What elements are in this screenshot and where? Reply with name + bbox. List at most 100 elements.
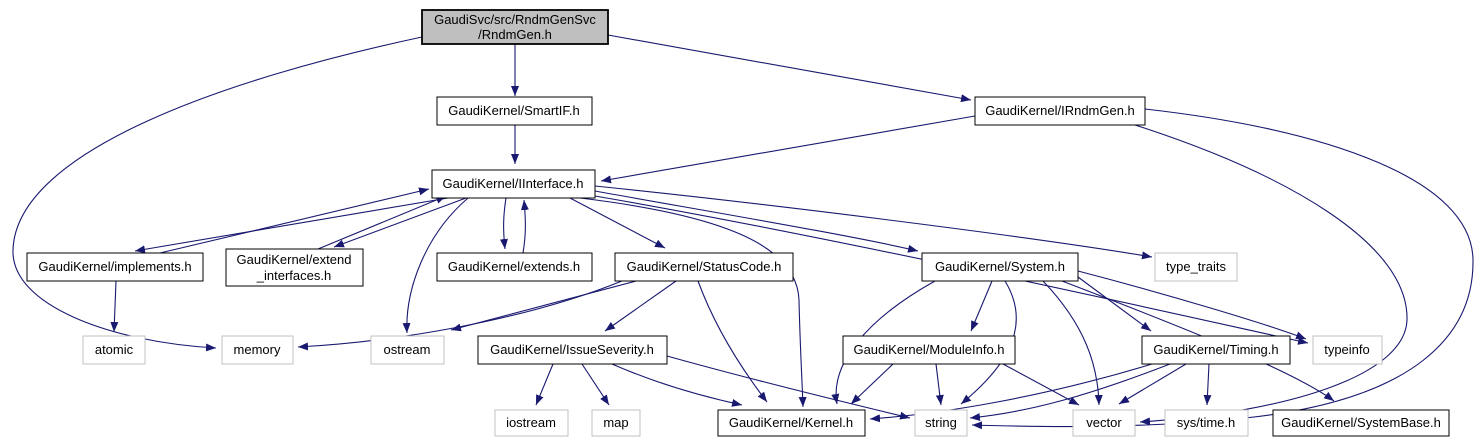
node-label: GaudiKernel/Timing.h <box>1153 342 1278 357</box>
node-rndmgen[interactable]: GaudiSvc/src/RndmGenSvc /RndmGen.h <box>421 9 609 45</box>
edge-statuscode-memory <box>297 280 623 351</box>
node-box <box>1154 252 1238 282</box>
node-iostream[interactable]: iostream <box>494 409 569 437</box>
node-box <box>842 335 1016 365</box>
node-box <box>436 96 593 126</box>
node-system[interactable]: GaudiKernel/System.h <box>921 252 1079 282</box>
node-label: GaudiKernel/ModuleInfo.h <box>853 342 1004 357</box>
edge-timing-systime <box>1203 363 1212 406</box>
edge-moduleinfo-kernel <box>850 363 894 405</box>
node-label: GaudiKernel/IssueSeverity.h <box>490 342 654 357</box>
node-label: GaudiKernel/IInterface.h <box>443 176 584 191</box>
edge-system-vector <box>1042 280 1103 406</box>
node-box <box>477 335 668 365</box>
node-box <box>225 248 364 287</box>
edge-implements-atomic <box>110 280 119 333</box>
node-memory[interactable]: memory <box>221 335 294 365</box>
edge-iinterface-extends <box>499 197 508 250</box>
edge-iinterface-statuscode <box>569 197 666 249</box>
edge-implements-iinterface <box>159 187 430 254</box>
edge-timing-string <box>969 363 1171 421</box>
edge-iinterface-ostream <box>402 197 469 334</box>
node-label: memory <box>234 342 281 357</box>
node-label: map <box>603 415 628 430</box>
node-box <box>1141 335 1291 365</box>
node-string[interactable]: string <box>914 409 968 437</box>
node-type-traits[interactable]: type_traits <box>1154 252 1238 282</box>
edge-statuscode-issueseverity <box>604 280 677 332</box>
node-label: iostream <box>506 415 556 430</box>
node-kernel[interactable]: GaudiKernel/Kernel.h <box>717 409 866 437</box>
node-extends[interactable]: GaudiKernel/extends.h <box>436 252 593 282</box>
edge-system-moduleinfo <box>970 280 993 332</box>
node-issueseverity[interactable]: GaudiKernel/IssueSeverity.h <box>477 335 668 365</box>
edge-iinterface-system <box>594 190 919 253</box>
edge-iinterface-typetraits <box>594 185 1153 260</box>
node-box <box>1164 409 1249 437</box>
node-label: ostream <box>384 342 431 357</box>
node-box <box>1272 409 1450 437</box>
node-box <box>82 335 146 365</box>
node-box <box>1312 335 1383 365</box>
node-box <box>1072 409 1136 437</box>
node-label: GaudiKernel/Kernel.h <box>729 415 853 430</box>
node-typeinfo[interactable]: typeinfo <box>1312 335 1383 365</box>
node-label: typeinfo <box>1324 342 1370 357</box>
node-label: GaudiKernel/implements.h <box>38 259 191 274</box>
node-atomic[interactable]: atomic <box>82 335 146 365</box>
node-iinterface[interactable]: GaudiKernel/IInterface.h <box>431 169 596 199</box>
edge-system-timing <box>1077 276 1152 332</box>
node-irndmgen[interactable]: GaudiKernel/IRndmGen.h <box>974 96 1146 126</box>
edge-timing-vector <box>1118 363 1187 405</box>
node-box <box>436 252 593 282</box>
node-label: string <box>925 415 957 430</box>
node-map[interactable]: map <box>591 409 641 437</box>
node-box <box>717 409 866 437</box>
node-label: GaudiKernel/extends.h <box>448 259 580 274</box>
node-label: GaudiKernel/SmartIF.h <box>448 103 580 118</box>
node-box <box>974 96 1146 126</box>
edge-issueseverity-string <box>666 355 911 420</box>
node-timing[interactable]: GaudiKernel/Timing.h <box>1141 335 1291 365</box>
node-sys-time[interactable]: sys/time.h <box>1164 409 1249 437</box>
edge-moduleinfo-string <box>935 363 944 406</box>
edge-extends-iinterface <box>520 199 529 254</box>
node-extend-interfaces[interactable]: GaudiKernel/extend _interfaces.h <box>225 248 364 287</box>
edge-issueseverity-map <box>581 363 610 406</box>
edge-irndmgen-iinterface <box>600 115 976 184</box>
node-moduleinfo[interactable]: GaudiKernel/ModuleInfo.h <box>842 335 1016 365</box>
node-label: GaudiKernel/SystemBase.h <box>1281 415 1441 430</box>
node-label: atomic <box>95 342 134 357</box>
node-ostream[interactable]: ostream <box>370 335 445 365</box>
node-smartif[interactable]: GaudiKernel/SmartIF.h <box>436 96 593 126</box>
node-box <box>614 252 794 282</box>
node-box <box>494 409 569 437</box>
node-label: GaudiKernel/extend <box>237 252 352 267</box>
node-statuscode[interactable]: GaudiKernel/StatusCode.h <box>614 252 794 282</box>
edge-system-typeinfo <box>1077 270 1307 340</box>
edge-statuscode-kernel <box>697 280 768 403</box>
node-box <box>421 9 609 45</box>
node-label: GaudiSvc/src/RndmGenSvc <box>434 12 596 27</box>
node-label: type_traits <box>1166 259 1226 274</box>
node-box <box>921 252 1079 282</box>
node-label: sys/time.h <box>1177 415 1236 430</box>
node-box <box>26 252 204 282</box>
edge-iinterface-kernel <box>579 197 807 408</box>
edge-layer <box>12 34 1474 430</box>
node-label: /RndmGen.h <box>478 27 552 42</box>
node-systembase[interactable]: GaudiKernel/SystemBase.h <box>1272 409 1450 437</box>
node-implements[interactable]: GaudiKernel/implements.h <box>26 252 204 282</box>
edge-issueseverity-iostream <box>535 363 554 406</box>
edge-timing-kernel <box>869 363 1153 423</box>
node-box <box>914 409 968 437</box>
edge-iinterface-extendinterfaces <box>333 197 467 248</box>
node-box <box>221 335 294 365</box>
edge-moduleinfo-vector <box>1002 363 1080 406</box>
edge-issueseverity-kernel <box>611 363 743 407</box>
node-label: _interfaces.h <box>256 268 331 283</box>
node-box <box>591 409 641 437</box>
edge-iinterface-implements <box>134 197 449 254</box>
node-vector[interactable]: vector <box>1072 409 1136 437</box>
